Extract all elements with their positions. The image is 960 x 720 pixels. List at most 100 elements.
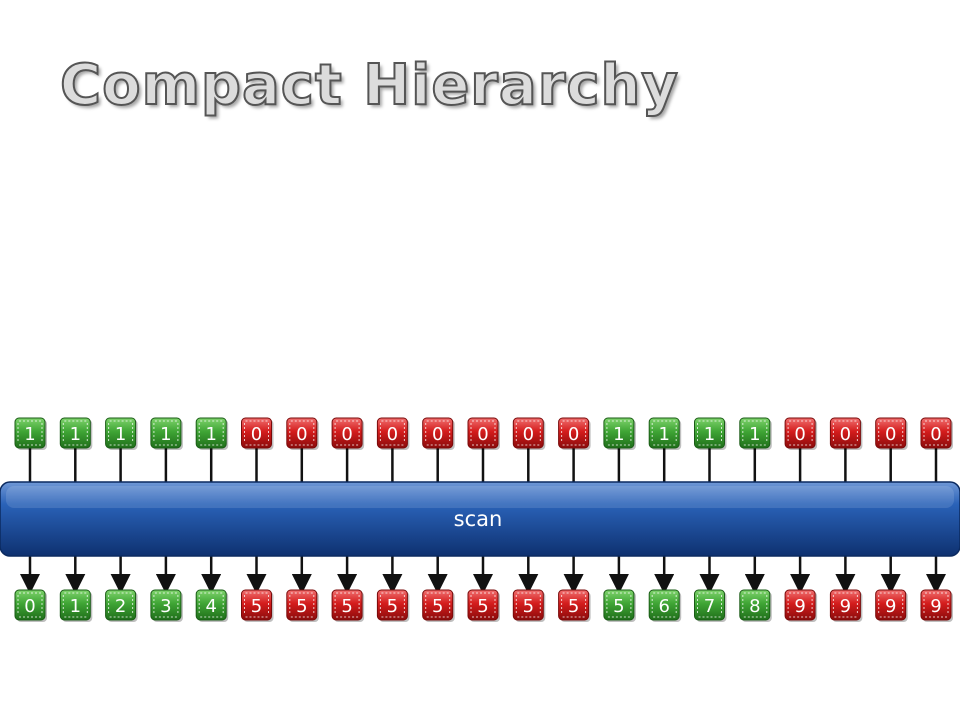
input-flag-box-value: 0: [840, 424, 851, 445]
input-flag-box-value: 0: [477, 424, 488, 445]
page-title: Compact Hierarchy: [59, 52, 679, 119]
scan-bar: scan: [0, 481, 960, 557]
output-index-box-shape: [875, 589, 907, 621]
input-flag-box-value: 1: [658, 424, 669, 445]
output-index-box-value: 2: [115, 596, 126, 617]
input-flag-box: 1: [105, 417, 138, 450]
input-flag-box-shape: [875, 417, 907, 449]
output-index-box-value: 5: [477, 596, 488, 617]
output-index-box: 3: [150, 589, 183, 622]
output-index-box-value: 5: [432, 596, 443, 617]
output-index-box: 9: [920, 589, 953, 622]
output-index-box: 5: [467, 589, 500, 622]
output-index-box: 5: [558, 589, 591, 622]
input-flag-box-shape: [105, 417, 137, 449]
output-index-box-shape: [920, 589, 952, 621]
input-flag-box-shape: [694, 417, 725, 449]
input-flag-box: 0: [512, 417, 546, 450]
input-flag-box-shape: [784, 417, 816, 449]
output-index-box-shape: [150, 589, 182, 621]
output-arrows: [20, 554, 946, 594]
output-index-box-value: 9: [794, 596, 805, 617]
output-index-box-value: 0: [24, 596, 35, 617]
output-index-box: 5: [376, 589, 410, 622]
output-index-box-shape: [512, 589, 544, 621]
input-flag-box-shape: [512, 417, 544, 449]
input-flag-box-shape: [829, 417, 861, 449]
input-flag-box: 1: [694, 417, 727, 450]
output-index-box-shape: [558, 589, 590, 621]
input-flag-box-value: 0: [523, 424, 534, 445]
input-flag-box: 1: [648, 417, 682, 450]
input-flag-box: 1: [195, 417, 229, 450]
input-flag-box-value: 0: [432, 424, 443, 445]
input-flag-box: 0: [558, 417, 591, 450]
output-index-box-value: 8: [749, 596, 760, 617]
input-flag-box: 0: [829, 417, 863, 450]
output-index-box: 5: [241, 589, 274, 622]
output-index-box-shape: [59, 589, 91, 621]
output-index-box-shape: [241, 589, 272, 621]
input-flag-box-shape: [376, 417, 408, 449]
output-index-box-shape: [331, 589, 363, 621]
input-flag-box-value: 0: [794, 424, 805, 445]
input-flag-box-shape: [920, 417, 952, 449]
output-index-box-value: 5: [296, 596, 307, 617]
output-index-box: 5: [331, 589, 365, 622]
input-connectors: [28, 448, 938, 484]
input-flag-box: 1: [14, 417, 47, 450]
output-index-box-shape: [286, 589, 318, 621]
output-index-box: 1: [59, 589, 93, 622]
output-index-box-value: 9: [885, 596, 896, 617]
input-flag-box: 0: [875, 417, 908, 450]
output-index-box-shape: [376, 589, 408, 621]
output-index-box-value: 5: [613, 596, 624, 617]
output-index-box: 9: [875, 589, 908, 622]
input-flag-box-shape: [648, 417, 680, 449]
output-index-box-shape: [422, 589, 454, 621]
output-index-box: 0: [14, 589, 47, 622]
output-index-box-shape: [694, 589, 725, 621]
output-index-box-shape: [105, 589, 137, 621]
input-flag-box-value: 1: [24, 424, 35, 445]
output-index-box-shape: [14, 589, 46, 621]
input-flag-box: 0: [467, 417, 500, 450]
output-index-box-shape: [195, 589, 227, 621]
scan-bar-shape: [0, 481, 960, 557]
input-flag-box: 0: [920, 417, 953, 450]
output-index-box-value: 9: [930, 596, 941, 617]
input-flag-box-value: 1: [115, 424, 126, 445]
input-flag-box-shape: [241, 417, 272, 449]
input-flag-box-shape: [195, 417, 227, 449]
input-flag-box-shape: [467, 417, 499, 449]
input-flag-box-shape: [150, 417, 182, 449]
input-flag-box-value: 0: [568, 424, 579, 445]
input-flag-box: 1: [150, 417, 183, 450]
output-index-box-shape: [739, 589, 771, 621]
input-flag-box: 0: [241, 417, 274, 450]
input-flag-box: 0: [376, 417, 410, 450]
output-index-box-value: 5: [523, 596, 534, 617]
input-flag-box-shape: [739, 417, 771, 449]
output-index-box-value: 1: [70, 596, 81, 617]
output-index-box-value: 4: [205, 596, 216, 617]
output-index-box-value: 5: [568, 596, 579, 617]
output-index-box: 9: [829, 589, 863, 622]
output-index-box-value: 9: [840, 596, 851, 617]
input-flag-box-value: 1: [749, 424, 760, 445]
input-flag-box-value: 0: [885, 424, 896, 445]
output-index-box: 5: [286, 589, 319, 622]
input-flag-box-shape: [14, 417, 46, 449]
output-index-box-shape: [784, 589, 816, 621]
input-flag-box-value: 1: [704, 424, 715, 445]
output-index-box: 5: [603, 589, 636, 622]
input-flag-box-value: 0: [930, 424, 941, 445]
input-flag-box-shape: [603, 417, 635, 449]
output-index-box-value: 3: [160, 596, 171, 617]
output-index-box: 5: [512, 589, 546, 622]
output-index-box-shape: [648, 589, 680, 621]
input-flag-box-value: 1: [160, 424, 171, 445]
output-index-box: 5: [422, 589, 455, 622]
